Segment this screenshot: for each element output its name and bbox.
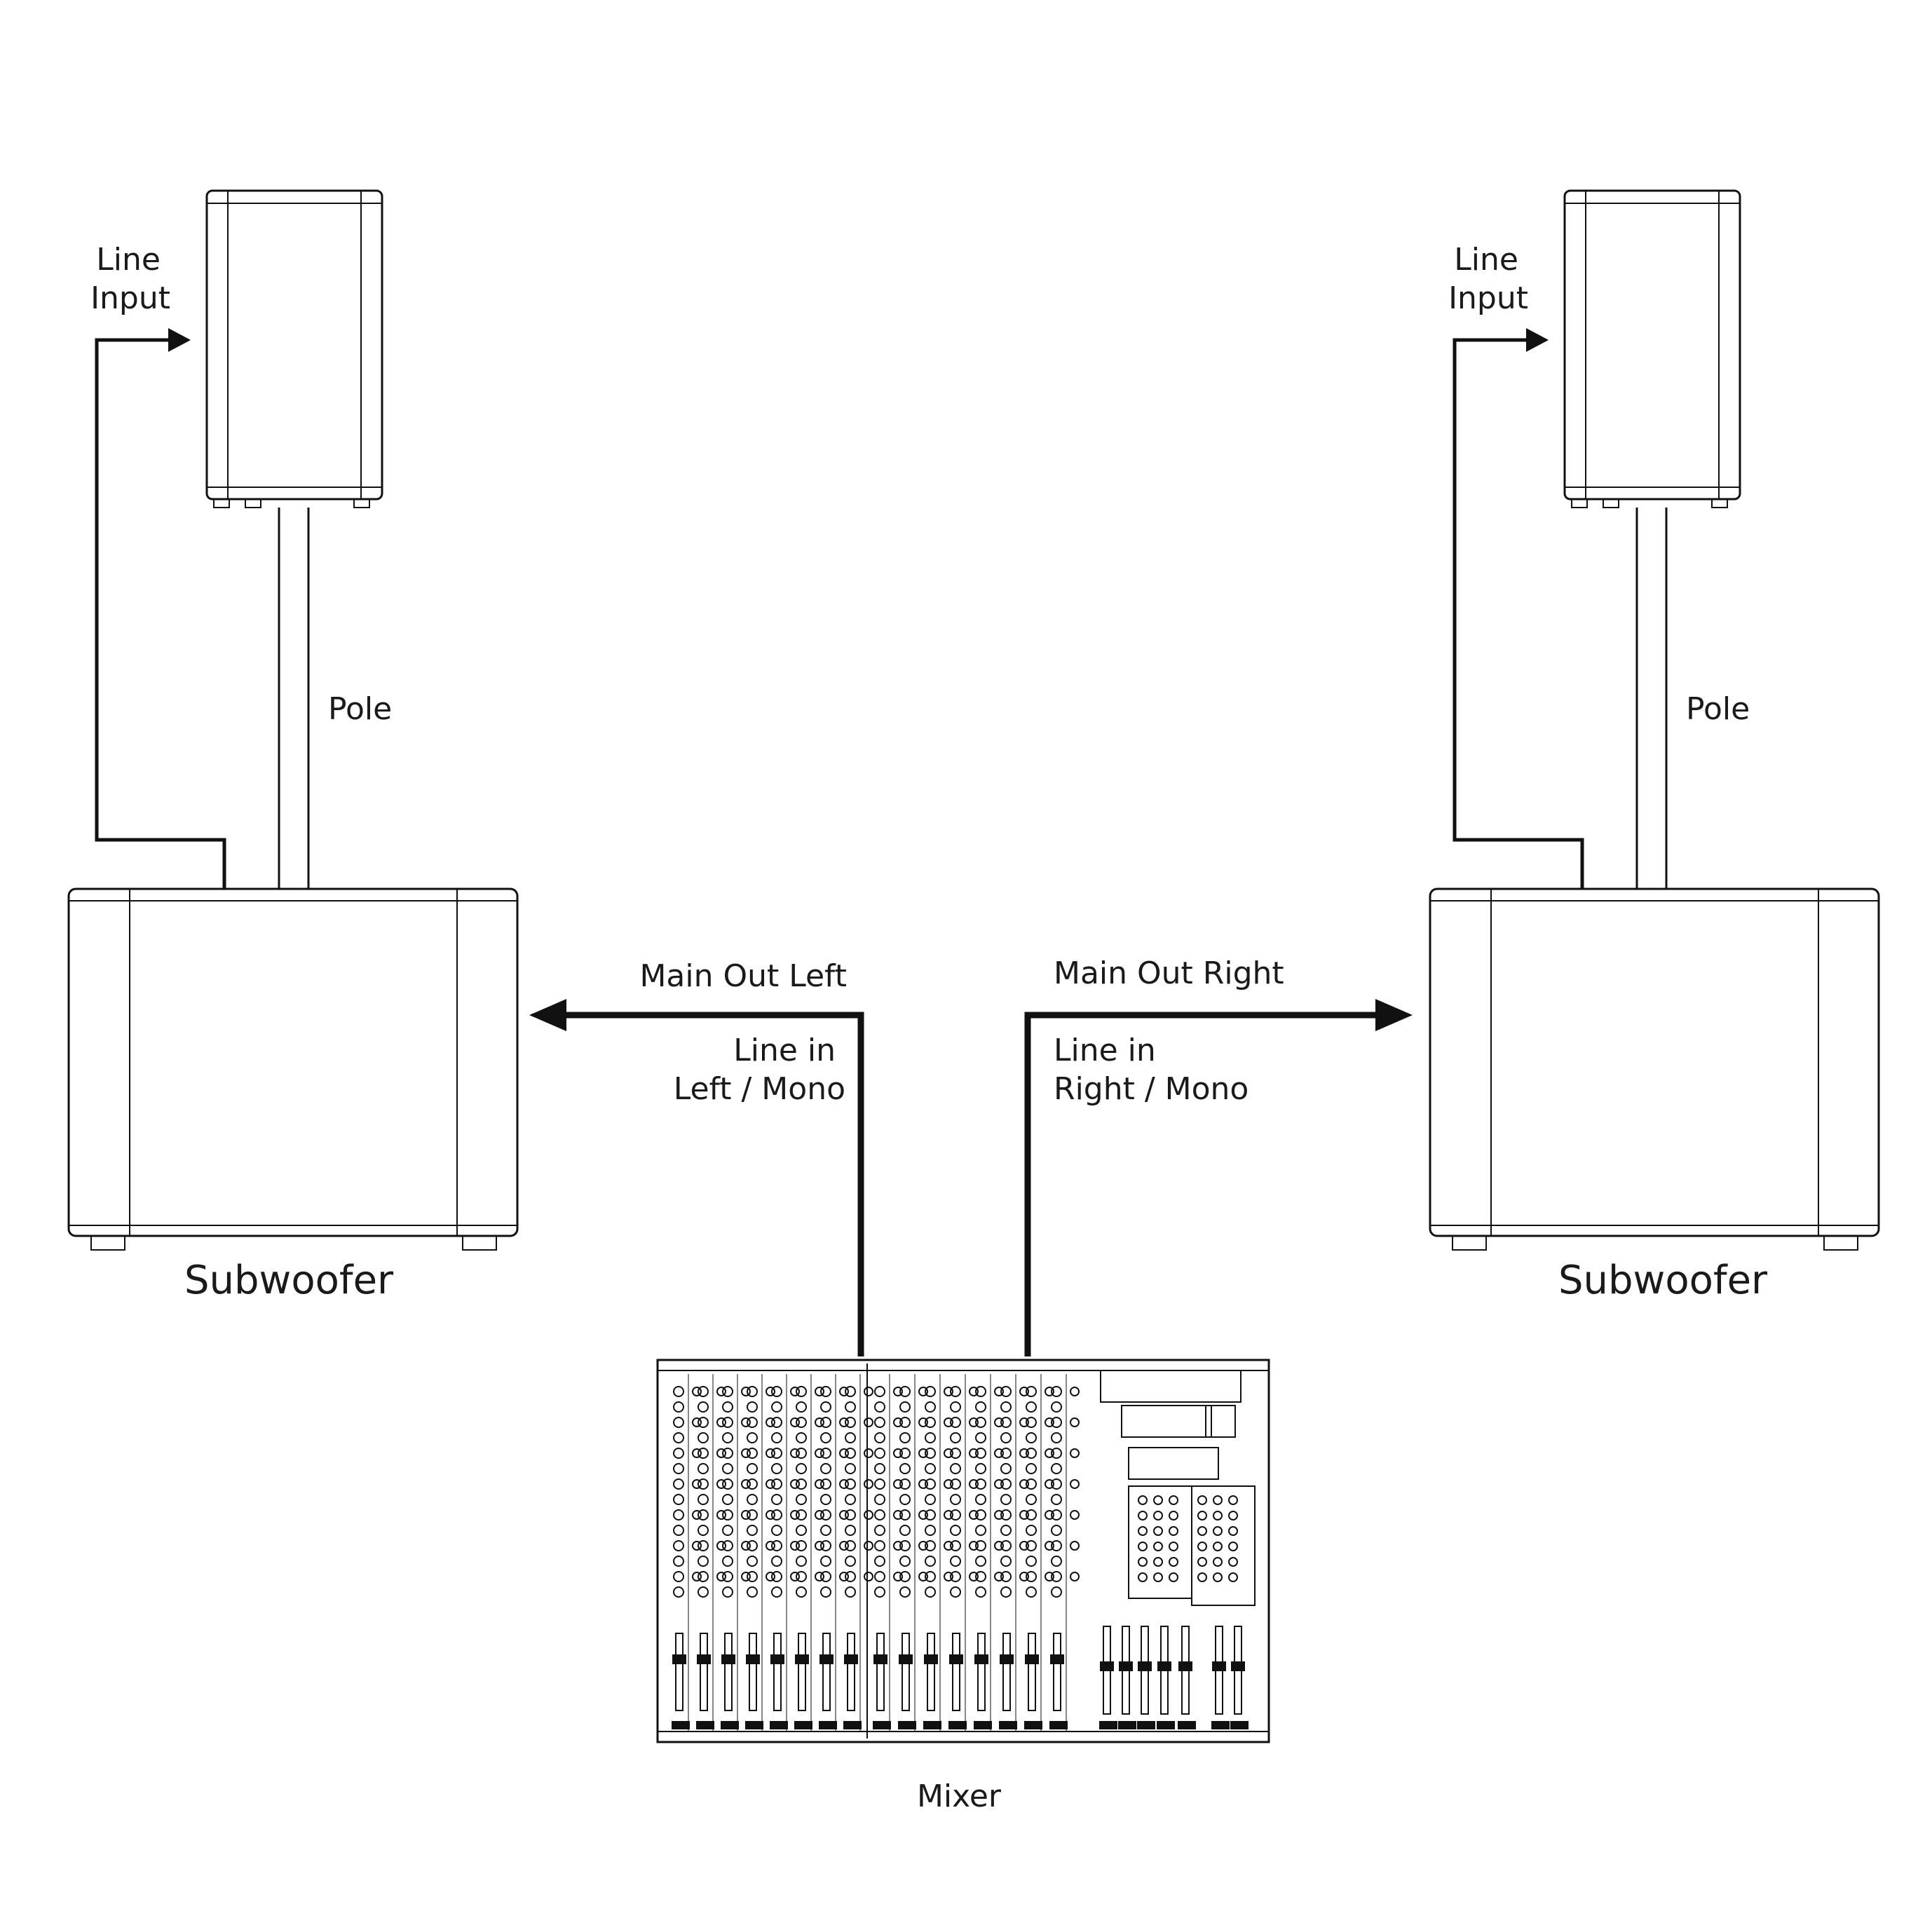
right-subwoofer-label: Subwoofer bbox=[1558, 1258, 1768, 1303]
left-line-in-label: Line in Left / Mono bbox=[674, 1033, 845, 1107]
right-line-input-arrowhead bbox=[1526, 328, 1549, 352]
left-main-out-label: Main Out Left bbox=[639, 958, 847, 994]
right-line-input-wire bbox=[1453, 338, 1584, 889]
right-main-out-label: Main Out Right bbox=[1054, 955, 1284, 991]
right-line-input-label: Line Input bbox=[1448, 242, 1528, 316]
right-main-out-cable bbox=[1024, 1012, 1381, 1356]
left-main-out-arrowhead bbox=[529, 999, 566, 1031]
left-line-input-wire bbox=[95, 338, 226, 889]
mixer-label: Mixer bbox=[917, 1778, 1002, 1814]
left-subwoofer-label: Subwoofer bbox=[184, 1258, 394, 1303]
left-line-input-arrowhead bbox=[168, 328, 191, 352]
right-line-in-label: Line in Right / Mono bbox=[1054, 1033, 1249, 1107]
left-subwoofer-box bbox=[67, 887, 519, 1251]
mixer-console bbox=[656, 1359, 1270, 1743]
right-top-speaker bbox=[1563, 189, 1741, 508]
right-main-out-arrowhead bbox=[1375, 999, 1413, 1031]
right-subwoofer-box bbox=[1429, 887, 1880, 1251]
right-pole bbox=[1635, 508, 1668, 889]
left-top-speaker bbox=[205, 189, 383, 508]
left-pole bbox=[278, 508, 310, 889]
left-main-out-cable bbox=[561, 1012, 864, 1356]
left-pole-label: Pole bbox=[328, 691, 392, 727]
left-line-input-label: Line Input bbox=[90, 242, 170, 316]
right-pole-label: Pole bbox=[1686, 691, 1750, 727]
